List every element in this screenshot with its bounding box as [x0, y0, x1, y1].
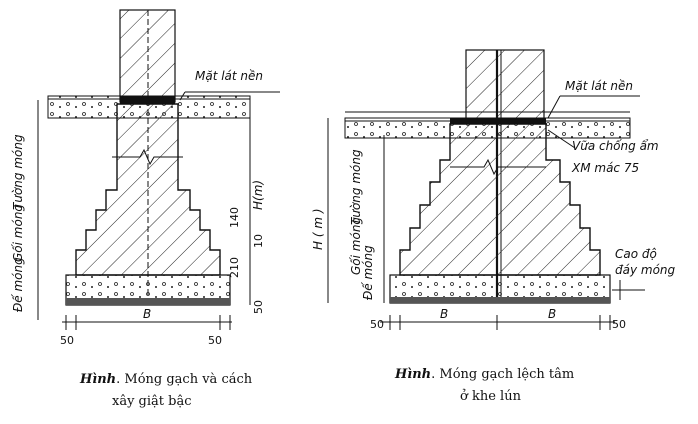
left-wall-label: Tường móng [11, 134, 25, 210]
left-caption-bold: Hình [79, 372, 116, 387]
svg-text:Hình. Móng gạch lệch tâm: Hình. Móng gạch lệch tâm [394, 367, 574, 382]
left-dim-50-left: 50 [60, 334, 74, 347]
right-depth-label-1: Cao độ [615, 247, 657, 261]
right-caption-bold: Hình [394, 367, 431, 382]
left-dim-10: 10 [252, 234, 265, 248]
right-base-label: Đế móng [361, 245, 375, 300]
right-wall-upper [465, 49, 545, 123]
right-depth-label-2: đáy móng [615, 263, 676, 277]
right-foundation [344, 49, 631, 304]
right-width-label-1: B [440, 307, 448, 321]
svg-text:Hình. Móng gạch và cách: Hình. Móng gạch và cách [79, 372, 253, 387]
left-dim-50-vertical: 50 [252, 300, 265, 314]
left-foundation [47, 9, 251, 306]
right-height-label: H ( m ) [311, 208, 325, 250]
right-caption-line2: ở khe lún [460, 389, 522, 404]
left-caption: Hình. Móng gạch và cách xây giật bậc [79, 372, 253, 409]
right-stepped-footing [399, 123, 601, 276]
right-labels: Mặt lát nền Vữa chống ẩm XM mác 75 Cao đ… [311, 79, 676, 331]
left-dim-210: 210 [228, 257, 241, 278]
left-step-label: Gối móng [11, 204, 25, 262]
right-break-mark [450, 158, 546, 176]
left-caption-line1: . Móng gạch và cách [116, 372, 253, 387]
left-height-label: H(m) [251, 180, 265, 210]
right-base-bottom [390, 297, 610, 303]
right-step-label: Gối móng [349, 217, 363, 275]
right-wall-label: Tường móng [349, 149, 363, 225]
right-dim-50-right: 50 [612, 318, 626, 331]
left-floor-label: Mặt lát nền [195, 69, 263, 83]
right-floor-label: Mặt lát nền [565, 79, 633, 93]
right-caption-line1: . Móng gạch lệch tâm [431, 367, 574, 382]
left-break-mark [112, 148, 183, 166]
left-damp-layer [120, 96, 175, 104]
right-damp-label-1: Vữa chống ẩm [572, 139, 659, 153]
right-dim-50-left: 50 [370, 318, 384, 331]
right-damp-layer [450, 118, 546, 124]
left-dim-50-right: 50 [208, 334, 222, 347]
left-base-bottom [66, 298, 230, 305]
left-width-label: B [143, 307, 151, 321]
left-caption-line2: xây giật bậc [112, 394, 192, 409]
left-dim-140: 140 [228, 207, 241, 228]
right-damp-label-2: XM mác 75 [571, 161, 639, 175]
left-stepped-footing [75, 103, 221, 276]
left-labels: Mặt lát nền Tường móng Gối móng Đế móng … [11, 69, 280, 347]
right-caption: Hình. Móng gạch lệch tâm ở khe lún [394, 367, 574, 404]
right-width-label-2: B [548, 307, 556, 321]
left-base-label: Đế móng [11, 257, 25, 312]
